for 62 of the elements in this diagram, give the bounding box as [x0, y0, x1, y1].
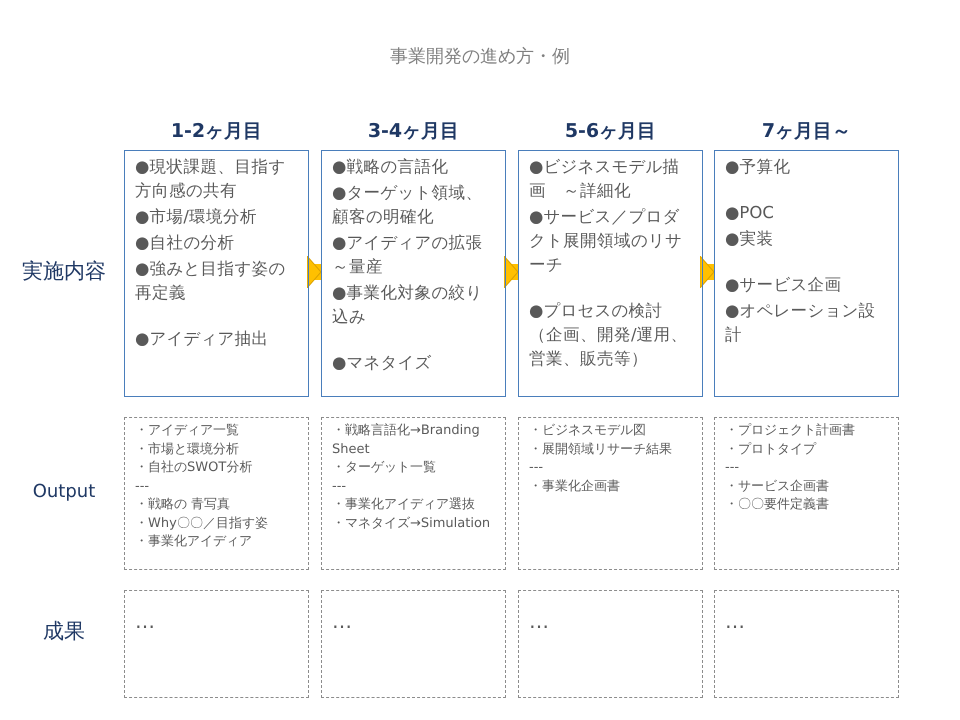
task-item: ●ターゲット領域、顧客の明確化: [332, 182, 484, 228]
task-item: ●サービス／プロダクト展開領域のリサーチ: [529, 206, 683, 276]
output-item: ・市場と環境分析: [135, 440, 240, 458]
task-item: ●ビジネスモデル描画 ～詳細化: [529, 156, 680, 202]
placeholder-text: …: [135, 611, 155, 631]
task-item: ●現状課題、目指す方向感の共有: [135, 156, 286, 202]
diagram-title: 事業開発の進め方・例: [389, 45, 571, 68]
placeholder-text: …: [332, 611, 352, 631]
column-heading: 7ヶ月目～: [760, 119, 852, 144]
task-item: ●戦略の言語化: [332, 156, 450, 178]
block-arrow: [504, 256, 518, 288]
column-heading: 5-6ヶ月目: [564, 119, 658, 144]
task-item: ●マネタイズ: [332, 352, 432, 374]
task-item: ●予算化: [725, 156, 792, 178]
task-item: ●オペレーション設計: [725, 300, 876, 346]
output-item: ・プロジェクト計画書: [725, 422, 856, 440]
task-item: ●強みと目指す姿の再定義: [135, 258, 286, 304]
output-box: [321, 417, 506, 570]
placeholder-text: …: [529, 611, 549, 631]
output-box: [518, 417, 703, 570]
row-label: Output: [32, 481, 96, 502]
task-item: ●POC: [725, 202, 775, 224]
output-item: ・展開領域リサーチ結果: [529, 440, 673, 458]
result-box: [124, 590, 309, 698]
output-item: ・〇〇要件定義書: [725, 496, 830, 514]
output-item: ・アイディア一覧: [135, 422, 240, 440]
output-item: ・戦略言語化→Branding Sheet: [332, 422, 481, 458]
output-item: ・ビジネスモデル図: [529, 422, 647, 440]
row-label: 成果: [42, 618, 86, 645]
task-item: ●アイディアの拡張～量産: [332, 232, 484, 278]
column-heading: 3-4ヶ月目: [366, 119, 460, 144]
output-item: ・事業化アイディア選抜: [332, 496, 476, 514]
output-box: [714, 417, 899, 570]
output-item: ・サービス企画書: [725, 478, 830, 496]
task-item: ●プロセスの検討（企画、開発/運用、営業、販売等）: [529, 300, 689, 370]
placeholder-text: …: [725, 611, 745, 631]
output-item: ・事業化アイディア: [135, 533, 253, 551]
block-arrow: [700, 256, 714, 288]
column-heading: 1-2ヶ月目: [170, 119, 264, 144]
output-item: ---: [725, 459, 740, 477]
output-item: ・Why〇〇／目指す姿: [135, 514, 269, 532]
output-item: ---: [529, 459, 544, 477]
task-item: ●事業化対象の絞り込み: [332, 282, 484, 328]
output-item: ・マネタイズ→Simulation: [332, 514, 492, 532]
output-item: ・ターゲット一覧: [332, 459, 437, 477]
task-item: ●アイディア抽出: [135, 328, 270, 350]
output-item: ・自社のSWOT分析: [135, 459, 254, 477]
output-item: ---: [135, 478, 150, 496]
task-item: ●サービス企画: [725, 274, 842, 296]
output-item: ・事業化企画書: [529, 478, 621, 496]
task-item: ●市場/環境分析: [135, 206, 258, 228]
task-item: ●自社の分析: [135, 232, 236, 254]
block-arrow: [306, 256, 322, 288]
result-box: [321, 590, 506, 698]
result-box: [714, 590, 899, 698]
task-item: ●実装: [725, 228, 774, 250]
output-item: ・プロトタイプ: [725, 440, 818, 458]
output-item: ・戦略の 青写真: [135, 496, 232, 514]
output-box: [124, 417, 309, 570]
result-box: [518, 590, 703, 698]
output-item: ---: [332, 478, 348, 496]
row-label: 実施内容: [21, 258, 107, 285]
